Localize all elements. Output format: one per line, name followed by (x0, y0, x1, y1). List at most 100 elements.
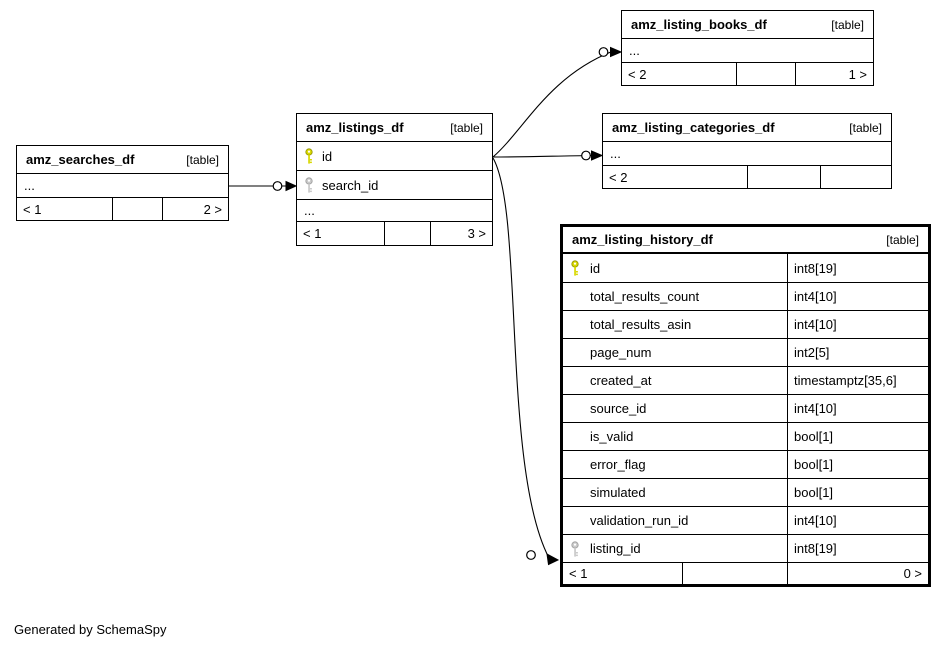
column-type: int4[10] (794, 289, 837, 304)
column-name: total_results_count (590, 289, 700, 304)
pager-prev: < 1 (17, 198, 113, 220)
pager-mid (113, 198, 163, 220)
column-type: int4[10] (794, 317, 837, 332)
column-type: int8[19] (794, 260, 837, 276)
table-type-badge: [table] (849, 120, 882, 135)
column-type: bool[1] (794, 429, 834, 444)
column-row-id: id (297, 141, 492, 170)
table-name: amz_listing_history_df (572, 232, 713, 247)
pager-mid (737, 63, 796, 85)
key-slot (570, 260, 590, 276)
column-name-cell: simulated (563, 479, 788, 506)
table-name: amz_searches_df (26, 152, 135, 167)
column-name: error_flag (590, 457, 646, 472)
column-type: int2[5] (794, 345, 830, 360)
column-row-page-num: page_num int2[5] (563, 338, 928, 366)
pager-next (821, 166, 891, 188)
column-row-search-id: search_id (297, 170, 492, 199)
ellipsis-label: ... (610, 146, 621, 161)
pager-next: 1 > (848, 66, 867, 82)
table-type-badge: [table] (886, 232, 919, 247)
foreign-key-icon (305, 177, 313, 193)
column-name-cell: source_id (563, 395, 788, 422)
relationship-edge-listings-history (492, 157, 560, 566)
table-amz-searches-df[interactable]: amz_searches_df [table] ... < 1 2 > (16, 145, 229, 221)
table-amz-listing-books-df[interactable]: amz_listing_books_df [table] ... < 2 1 > (621, 10, 874, 86)
ellipsis-label: ... (629, 43, 640, 58)
column-row-total-results-count: total_results_count int4[10] (563, 282, 928, 310)
pager-row: < 1 0 > (563, 562, 928, 584)
ellipsis-label: ... (304, 203, 315, 218)
column-row-listing-id: listing_id int8[19] (563, 534, 928, 562)
column-name: is_valid (590, 429, 634, 444)
column-row-source-id: source_id int4[10] (563, 394, 928, 422)
column-type: bool[1] (794, 485, 834, 500)
table-header: amz_listing_history_df [table] (563, 227, 928, 254)
column-type: bool[1] (794, 457, 834, 472)
column-name: total_results_asin (590, 317, 692, 332)
table-name: amz_listing_categories_df (612, 120, 775, 135)
column-row-total-results-asin: total_results_asin int4[10] (563, 310, 928, 338)
column-name-cell: validation_run_id (563, 507, 788, 534)
table-type-badge: [table] (831, 17, 864, 32)
generated-by-credit: Generated by SchemaSpy (14, 622, 167, 637)
pager-next: 0 > (903, 566, 922, 581)
table-name: amz_listing_books_df (631, 17, 767, 32)
column-name: created_at (590, 373, 652, 388)
column-name-cell: total_results_asin (563, 311, 788, 338)
table-amz-listing-categories-df[interactable]: amz_listing_categories_df [table] ... < … (602, 113, 892, 189)
table-header: amz_listings_df [table] (297, 114, 492, 141)
columns-ellipsis: ... (622, 38, 873, 62)
table-amz-listings-df[interactable]: amz_listings_df [table] id (296, 113, 493, 246)
pager-row: < 2 1 > (622, 62, 873, 85)
relationship-edge-searches-listings (229, 180, 298, 192)
ellipsis-label: ... (24, 178, 35, 193)
columns-ellipsis: ... (297, 199, 492, 221)
table-header: amz_listing_books_df [table] (622, 11, 873, 38)
column-name: page_num (590, 345, 652, 360)
column-name: search_id (322, 177, 379, 193)
table-header: amz_searches_df [table] (17, 146, 228, 173)
pager-prev: < 2 (603, 166, 748, 188)
column-name: source_id (590, 401, 647, 416)
pager-next: 3 > (467, 226, 486, 241)
column-type: int8[19] (794, 541, 837, 556)
pager-mid (748, 166, 821, 188)
pager-mid (683, 563, 788, 584)
column-type: int4[10] (794, 513, 837, 528)
column-row-id: id int8[19] (563, 254, 928, 282)
columns-ellipsis: ... (603, 141, 891, 165)
key-slot (304, 148, 322, 164)
foreign-key-icon (571, 540, 579, 557)
column-row-created-at: created_at timestamptz[35,6] (563, 366, 928, 394)
relationship-edge-listings-categories (492, 150, 604, 161)
column-name: id (322, 148, 333, 164)
column-name: listing_id (590, 541, 641, 556)
column-type: int4[10] (794, 401, 837, 416)
table-header: amz_listing_categories_df [table] (603, 114, 891, 141)
pager-next: 2 > (203, 201, 222, 217)
pager-row: < 2 (603, 165, 891, 188)
column-name-cell: error_flag (563, 451, 788, 478)
pager-row: < 1 3 > (297, 221, 492, 245)
column-row-error-flag: error_flag bool[1] (563, 450, 928, 478)
pager-prev: < 1 (297, 222, 385, 245)
column-name-cell: id (563, 254, 788, 282)
column-name: simulated (590, 485, 646, 500)
pager-mid (385, 222, 431, 245)
table-type-badge: [table] (450, 120, 483, 135)
table-name: amz_listings_df (306, 120, 404, 135)
columns-ellipsis: ... (17, 173, 228, 197)
column-name-cell: total_results_count (563, 283, 788, 310)
column-name-cell: is_valid (563, 423, 788, 450)
table-type-badge: [table] (186, 152, 219, 167)
table-amz-listing-history-df[interactable]: amz_listing_history_df [table] id int8[1… (560, 224, 931, 587)
column-name: id (590, 260, 601, 276)
pager-prev: < 1 (563, 563, 683, 584)
column-name-cell: created_at (563, 367, 788, 394)
column-name-cell: page_num (563, 339, 788, 366)
key-slot (570, 540, 590, 557)
column-name: validation_run_id (590, 513, 689, 528)
column-name-cell: listing_id (563, 535, 788, 562)
